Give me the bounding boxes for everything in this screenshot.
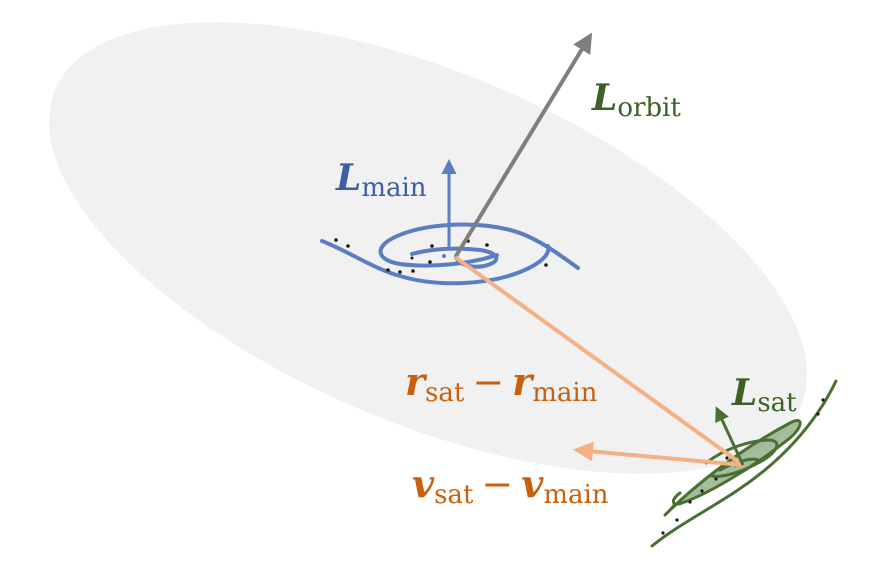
- r-relative-arrow: [453, 255, 745, 467]
- l-orbit-arrow: [454, 32, 593, 258]
- l-sat-arrow: [715, 406, 745, 466]
- l-main-label: Lmain: [335, 157, 427, 203]
- satellite-galaxy-stars: [661, 398, 825, 535]
- main-galaxy-stars: [334, 238, 548, 274]
- r-relative-label: rsat−rmain: [405, 359, 598, 408]
- l-sat-label: Lsat: [731, 372, 797, 418]
- v-relative-arrow: [573, 441, 744, 467]
- v-relative-label: vsat−vmain: [412, 461, 609, 510]
- satellite-galaxy: [650, 379, 838, 548]
- l-orbit-label: Lorbit: [591, 77, 681, 123]
